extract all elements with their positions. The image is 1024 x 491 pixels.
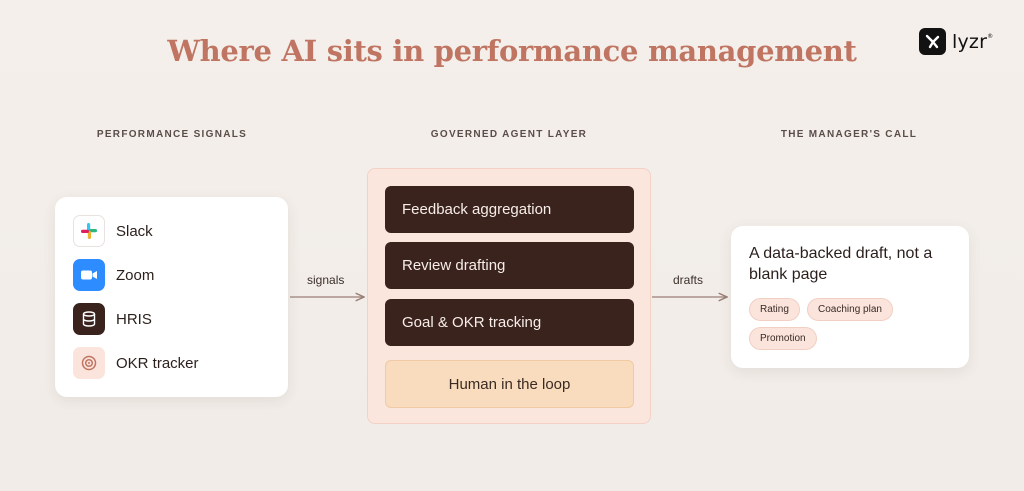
signal-label: OKR tracker bbox=[116, 354, 199, 372]
manager-headline: A data-backed draft, not a blank page bbox=[749, 245, 933, 283]
agent-layer-panel: Feedback aggregation Review drafting Goa… bbox=[367, 168, 651, 424]
tag-promotion: Promotion bbox=[749, 327, 817, 350]
slack-icon bbox=[73, 215, 105, 247]
agent-step-goal-okr-tracking: Goal & OKR tracking bbox=[385, 299, 634, 346]
column-label-managers-call: THE MANAGER'S CALL bbox=[780, 129, 918, 140]
column-label-signals: PERFORMANCE SIGNALS bbox=[96, 129, 248, 140]
signal-item-slack: Slack bbox=[73, 215, 153, 247]
zoom-icon bbox=[73, 259, 105, 291]
drafts-arrow-label: drafts bbox=[673, 273, 704, 287]
signal-label: Zoom bbox=[116, 266, 155, 284]
page-title: Where AI sits in performance management bbox=[167, 34, 857, 68]
signal-item-zoom: Zoom bbox=[73, 259, 154, 291]
signals-card: Slack Zoom HRIS OKR tracke bbox=[55, 197, 288, 397]
logo-text: lyzr® bbox=[952, 30, 994, 53]
agent-step-feedback-aggregation: Feedback aggregation bbox=[385, 186, 634, 233]
lyzr-logo-icon bbox=[919, 28, 946, 55]
tag-rating: Rating bbox=[749, 298, 800, 321]
signals-arrow-label: signals bbox=[307, 273, 345, 287]
column-label-agent-layer: GOVERNED AGENT LAYER bbox=[430, 129, 588, 140]
signal-label: Slack bbox=[116, 222, 153, 240]
database-icon bbox=[73, 303, 105, 335]
agent-step-review-drafting: Review drafting bbox=[385, 242, 634, 289]
signal-label: HRIS bbox=[116, 310, 152, 328]
human-in-the-loop-box: Human in the loop bbox=[385, 360, 634, 408]
signal-item-okr-tracker: OKR tracker bbox=[73, 347, 199, 379]
target-icon bbox=[73, 347, 105, 379]
lyzr-logo: lyzr® bbox=[919, 28, 993, 55]
manager-card: A data-backed draft, not a blank page Ra… bbox=[731, 226, 969, 368]
tag-coaching-plan: Coaching plan bbox=[807, 298, 893, 321]
signal-item-hris: HRIS bbox=[73, 303, 152, 335]
